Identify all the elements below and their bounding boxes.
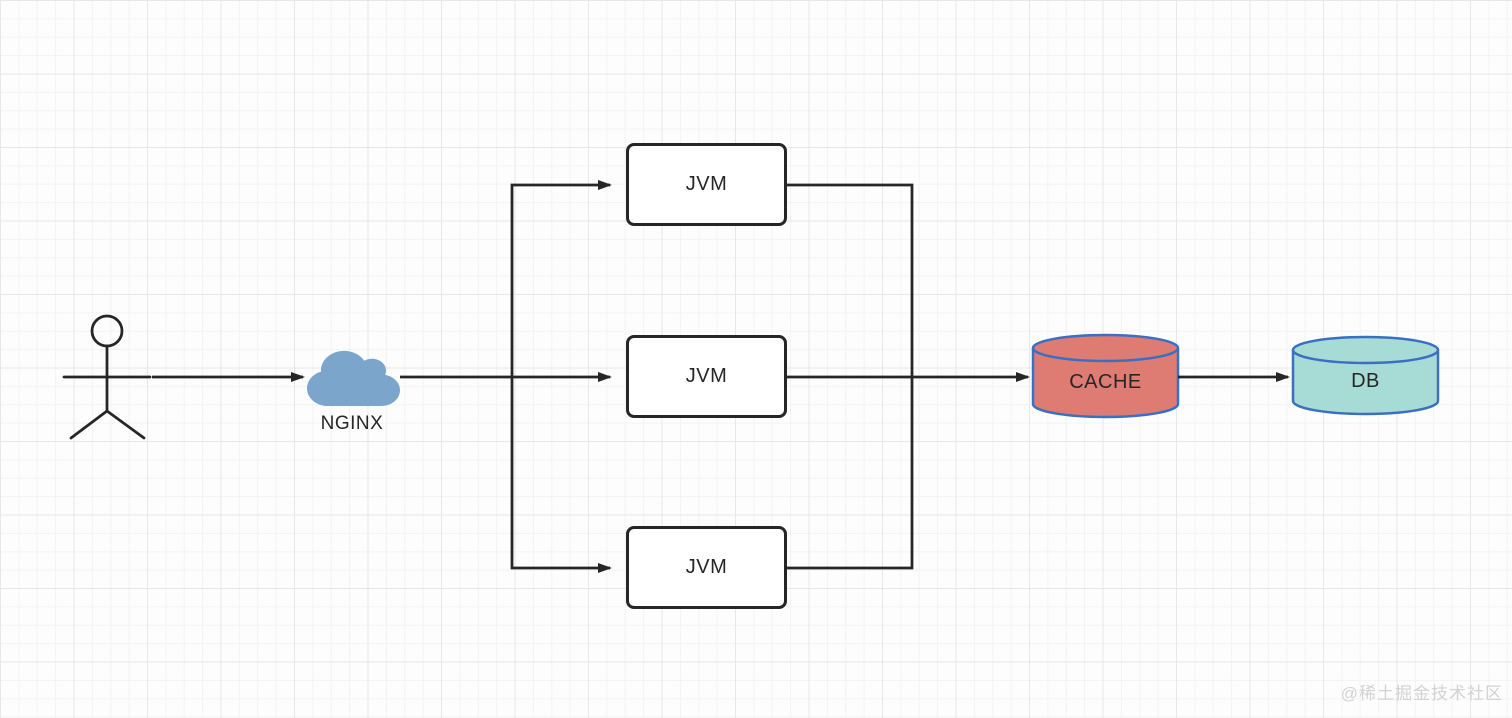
jvm-node-1-label: JVM <box>685 173 728 195</box>
db-cylinder-rim <box>1291 349 1440 365</box>
cache-cylinder-rim <box>1031 347 1180 363</box>
jvm-node-2-label: JVM <box>685 365 728 387</box>
jvm-node-2: JVM <box>626 335 787 418</box>
jvm-node-1: JVM <box>626 143 787 226</box>
cache-cylinder <box>1031 333 1180 419</box>
jvm-node-3: JVM <box>626 526 787 609</box>
connector-split-to-jvm3 <box>510 377 612 573</box>
actor-head <box>90 314 124 348</box>
nginx-cloud-icon <box>307 350 400 407</box>
jvm-node-3-label: JVM <box>685 556 728 578</box>
cache-cylinder-body <box>1031 333 1180 419</box>
watermark: @稀土掘金技术社区 <box>1340 684 1503 703</box>
db-cylinder <box>1291 335 1440 416</box>
connector-split-to-jvm1 <box>510 180 612 377</box>
db-cylinder-body <box>1291 335 1440 416</box>
actor-person-icon <box>62 314 152 440</box>
actor-legs <box>69 409 146 440</box>
